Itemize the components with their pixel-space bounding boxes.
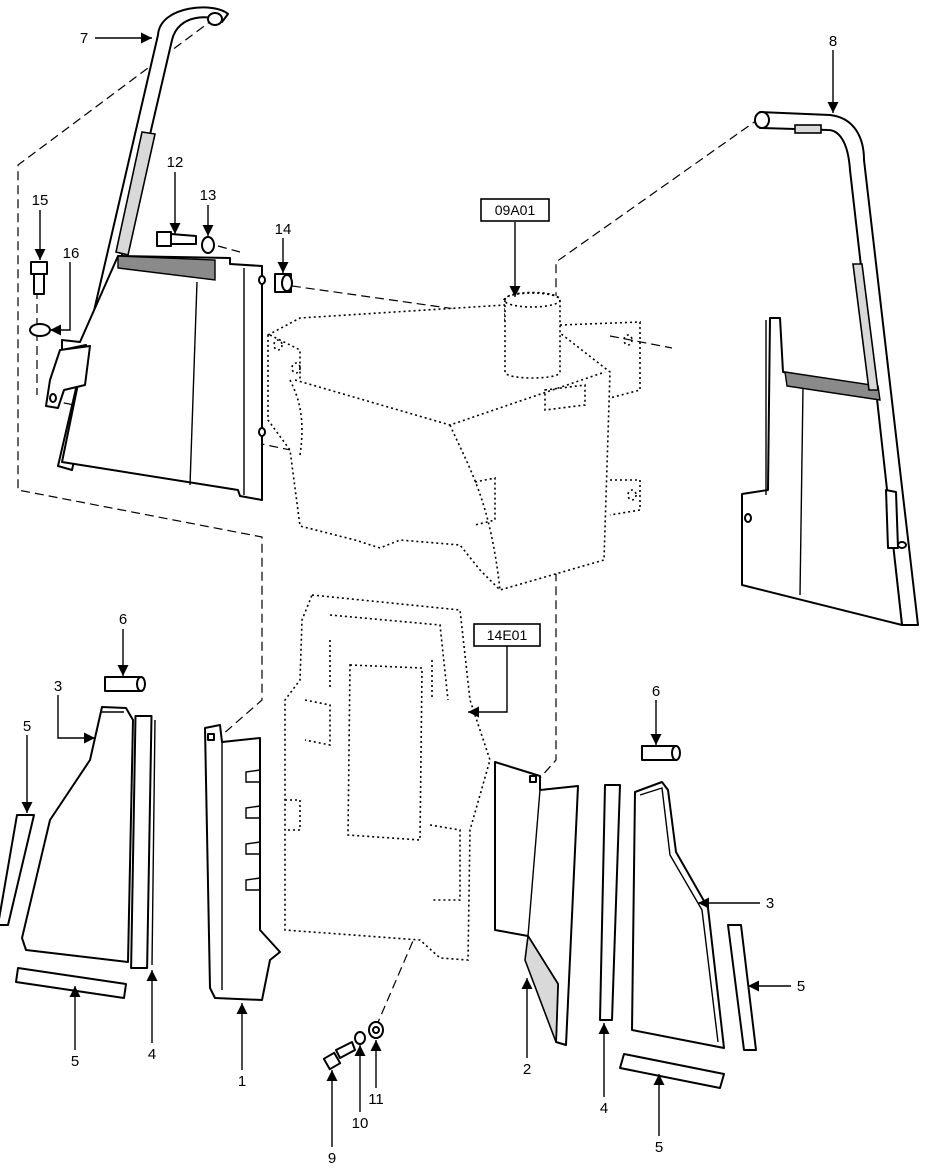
callout-14: 14 — [275, 221, 292, 238]
callout-6-left: 6 — [119, 611, 127, 628]
part-10-lock-washer — [354, 1031, 366, 1045]
callout-11: 11 — [368, 1091, 384, 1108]
part-4-right-seal-strip — [599, 784, 621, 1021]
callout-16: 16 — [63, 245, 80, 262]
part-4-left-seal-strip — [130, 715, 156, 969]
part-8-right-grab-handle — [754, 111, 919, 626]
part-2-right-lower-panel — [494, 761, 579, 1046]
hydraulic-tank-phantom — [267, 291, 641, 591]
part-3-left-side-cover — [21, 706, 134, 963]
part-15-bolt — [30, 261, 48, 295]
callout-10: 10 — [352, 1115, 369, 1132]
part-13-lock-washer — [201, 236, 215, 254]
callout-12: 12 — [167, 154, 184, 171]
callout-3-left: 3 — [54, 678, 62, 695]
part-3-right-side-cover — [631, 781, 725, 1049]
callout-9: 9 — [328, 1150, 336, 1167]
floor-plate-phantom — [284, 594, 491, 961]
callout-7: 7 — [80, 30, 88, 47]
part-5-left-upper-strip — [0, 814, 35, 926]
part-5-left-lower-strip — [15, 967, 127, 999]
callout-5-left-lower: 5 — [71, 1053, 79, 1070]
callout-6-right: 6 — [652, 683, 660, 700]
part-16-washer — [29, 323, 51, 337]
part-7-left-side-panel — [45, 255, 266, 501]
part-11-washer — [368, 1021, 384, 1039]
reference-box-plate: 14E01 — [473, 623, 541, 647]
part-6-right-spacer — [641, 745, 681, 761]
callout-15: 15 — [32, 192, 49, 209]
part-1-left-lower-panel — [204, 724, 281, 1001]
part-9-bolt — [322, 1041, 356, 1071]
part-6-left-spacer — [104, 676, 146, 692]
callout-2: 2 — [523, 1061, 531, 1078]
part-14-spacer-bushing — [274, 273, 293, 293]
callout-leaders — [21, 32, 839, 1147]
part-5-right-upper-strip — [727, 924, 757, 1051]
callout-4-left: 4 — [148, 1046, 156, 1063]
callout-numbers: 7 8 12 13 14 15 16 6 6 3 3 5 5 5 5 4 4 1… — [23, 30, 837, 1167]
callout-5-right-lower: 5 — [655, 1139, 663, 1156]
callout-3-right: 3 — [766, 895, 774, 912]
callout-5-right-upper: 5 — [797, 978, 805, 995]
reference-box-tank: 09A01 — [480, 198, 550, 222]
reference-label-plate: 14E01 — [487, 627, 528, 643]
part-5-right-lower-strip — [619, 1053, 725, 1089]
reference-label-tank: 09A01 — [495, 202, 536, 218]
callout-4-right: 4 — [600, 1100, 608, 1117]
callout-8: 8 — [829, 33, 837, 50]
callout-13: 13 — [200, 187, 217, 204]
part-8-right-side-panel — [741, 263, 907, 626]
callout-1: 1 — [238, 1073, 246, 1090]
part-12-bolt — [156, 231, 197, 247]
callout-5-left-upper: 5 — [23, 718, 31, 735]
